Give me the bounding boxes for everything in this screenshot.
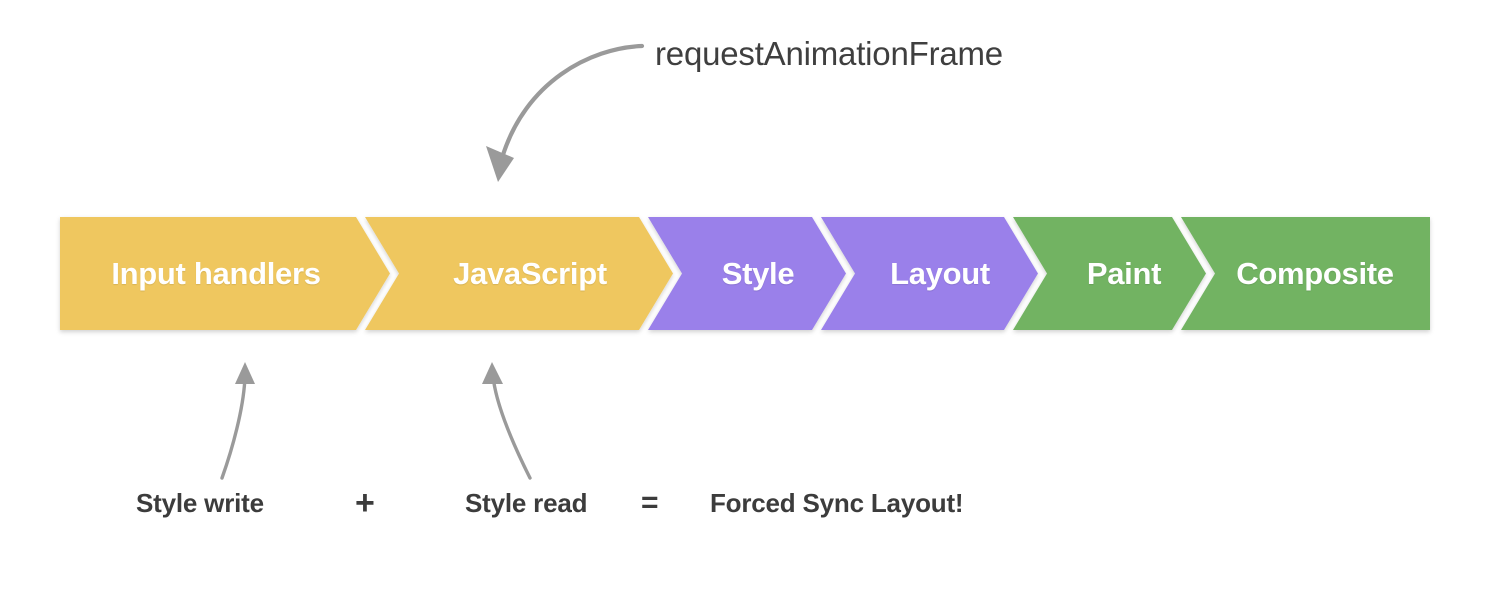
equation-arrows-group xyxy=(220,362,532,480)
rendering-pipeline: Input handlers JavaScript Style Layout P… xyxy=(60,217,1430,330)
equation-term-style-read: Style read xyxy=(465,488,588,518)
equation-plus-operator: + xyxy=(355,484,375,522)
stage-label-paint[interactable]: Paint xyxy=(1086,255,1162,291)
request-animation-frame-label: requestAnimationFrame xyxy=(655,35,1003,72)
stage-label-input-handlers[interactable]: Input handlers xyxy=(111,255,321,291)
request-animation-frame-arrow-icon xyxy=(486,43,645,182)
equation-term-style-write: Style write xyxy=(136,488,264,518)
stage-shape-composite xyxy=(1181,217,1430,330)
stage-shape-layout xyxy=(821,217,1038,330)
stage-shape-javascript xyxy=(365,217,673,330)
stage-shape-paint xyxy=(1013,217,1206,330)
stage-label-javascript[interactable]: JavaScript xyxy=(453,255,607,291)
equation-result-forced-sync-layout: Forced Sync Layout! xyxy=(710,488,964,518)
style-read-arrow-icon xyxy=(482,362,532,480)
stage-label-style[interactable]: Style xyxy=(721,255,795,291)
stage-shape-style xyxy=(648,217,846,330)
stage-shape-input-handlers xyxy=(60,217,390,330)
style-write-arrow-icon xyxy=(220,362,255,480)
stage-label-composite[interactable]: Composite xyxy=(1236,255,1394,291)
equation-equals-operator: = xyxy=(641,486,659,519)
stage-label-layout[interactable]: Layout xyxy=(890,255,990,291)
